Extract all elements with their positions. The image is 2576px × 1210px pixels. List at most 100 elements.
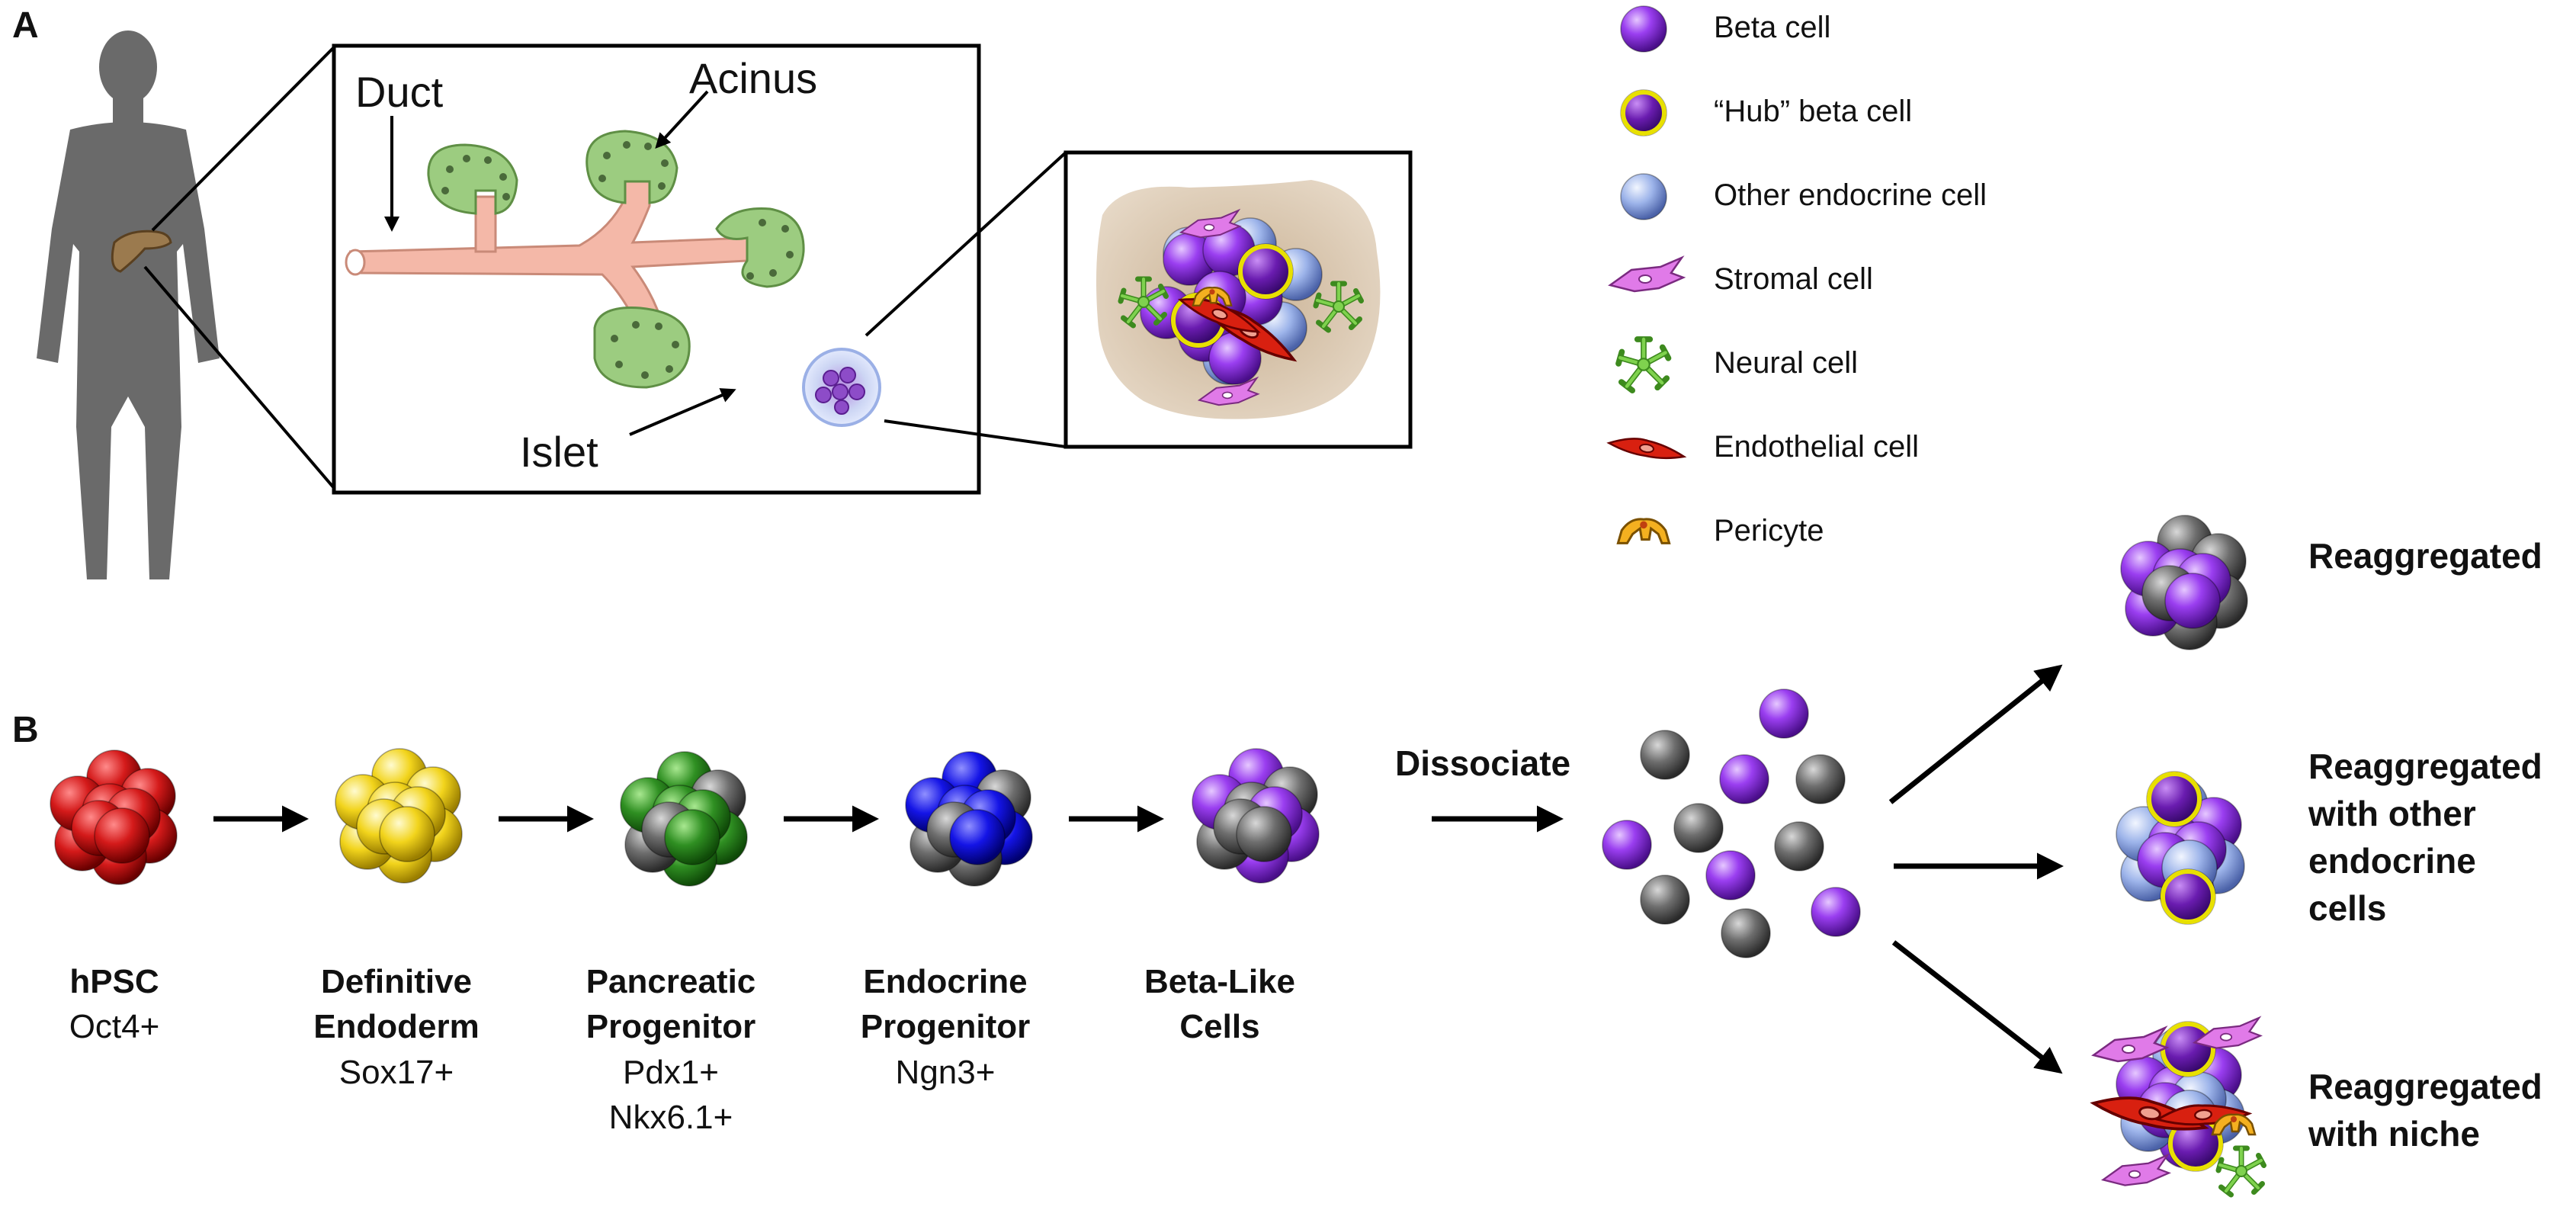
pericyte-body [1192, 287, 1233, 307]
blue-cell [949, 809, 1006, 865]
stromal-cell-icon [1608, 255, 1686, 293]
green-cell [664, 809, 720, 865]
legend-label-endothelial-cell: Endothelial cell [1714, 430, 1920, 464]
hpsc-cluster [50, 749, 178, 885]
endothelial-nucleus [1639, 443, 1654, 454]
outcome-line: with niche [2308, 1114, 2480, 1154]
stage-name-line: Definitive [320, 963, 473, 1000]
acinus-label: Acinus [689, 54, 818, 102]
legend-label-beta-cell: Beta cell [1714, 11, 1831, 44]
cell-sphere [1236, 806, 1292, 862]
pericyte-body [1616, 518, 1671, 544]
hub-beta-cell [1237, 243, 1294, 300]
neural-soma [2235, 1165, 2247, 1177]
legend-icons [1606, 5, 1687, 544]
pancreas-organ [111, 229, 172, 273]
acinus-nuclei [441, 141, 794, 379]
grey-cell [1236, 806, 1292, 862]
legend-label-neural-cell: Neural cell [1714, 346, 1858, 380]
endothelial-nucleus [2138, 1106, 2161, 1121]
stromal-cell [2192, 1016, 2263, 1049]
pericyte [1192, 287, 1233, 307]
cell-sphere [664, 809, 720, 865]
stage-name-line: Progenitor [585, 1008, 756, 1046]
yellow-cell [379, 806, 435, 862]
neural-cell-icon [1615, 336, 1672, 393]
pericyte-body [2211, 1113, 2257, 1136]
stage-hpsc: hPSC Oct4+ [0, 959, 252, 1050]
stromal-nucleus [1221, 391, 1233, 400]
stromal-cell [2091, 1025, 2170, 1063]
panel-label-b: B [12, 710, 39, 750]
reaggregated-niche-cluster [2090, 1016, 2266, 1198]
stromal-cell [1179, 208, 1242, 239]
pericyte-nucleus [2231, 1116, 2237, 1122]
stage-marker: Nkx6.1+ [608, 1099, 733, 1137]
beta-cell [2164, 573, 2221, 629]
cell-sphere [1774, 821, 1824, 871]
stage-definitive-endoderm: Definitive Endoderm Sox17+ [259, 959, 534, 1095]
pancreatic-progenitor-cluster [620, 751, 748, 887]
other-endocrine-cell-icon [1620, 173, 1667, 220]
islet-label: Islet [520, 428, 598, 476]
zoom-line [143, 265, 335, 489]
stage-name-line: Pancreatic [585, 963, 756, 1000]
panel-b-diagram [50, 515, 2266, 1198]
stage-name-line: Cells [1179, 1008, 1260, 1046]
stromal-nucleus [2219, 1032, 2233, 1041]
beta-cell-icon [1620, 5, 1667, 53]
endoderm-cluster [335, 748, 463, 884]
beta-like-cluster [1192, 748, 1320, 884]
reaggregated-cluster [2120, 515, 2248, 650]
stromal-body [2100, 1153, 2171, 1186]
neural-cell [1313, 281, 1364, 333]
islet-arrow [629, 388, 736, 436]
endothelial-cell-icon [1606, 438, 1687, 460]
cell-sphere [1759, 688, 1809, 739]
outcome-reaggregated-with-other-endocrine: Reaggregated with other endocrine cells [2308, 743, 2542, 932]
cell-sphere [1620, 173, 1667, 220]
stage-name-line: Endoderm [313, 1008, 480, 1046]
grey-cell [1795, 754, 1846, 804]
cell-sphere [1602, 820, 1652, 870]
outcome-line: with other [2308, 794, 2476, 834]
neural-soma [1137, 296, 1150, 308]
legend-label-hub-beta-cell: “Hub” beta cell [1714, 95, 1913, 128]
stromal-body [2192, 1016, 2263, 1049]
outcome-line: cells [2308, 888, 2387, 929]
stromal-cell [2100, 1153, 2171, 1186]
beta-cell [1759, 688, 1809, 739]
hub-ring [1621, 90, 1667, 136]
legend-label-other-endocrine-cell: Other endocrine cell [1714, 178, 1987, 212]
outcome-arrow [1891, 940, 2063, 1074]
stromal-cell [1197, 376, 1260, 406]
dissociated-cells [1602, 688, 1861, 958]
endocrine-progenitor-cluster [905, 751, 1033, 887]
outcome-line: Reaggregated [2308, 1067, 2542, 1106]
cell-sphere [1620, 5, 1667, 53]
stromal-body [1608, 255, 1686, 293]
duct-label: Duct [355, 68, 444, 116]
stage-marker: Ngn3+ [895, 1053, 996, 1091]
endothelial-nucleus [1211, 308, 1228, 320]
cell-sphere [1719, 754, 1769, 804]
acinus-arrow [655, 90, 709, 149]
stage-beta-like-cells: Beta-Like Cells [1083, 959, 1357, 1050]
hub-ring [2147, 772, 2202, 826]
stromal-nucleus [1203, 223, 1215, 232]
cell-sphere [949, 809, 1006, 865]
pericyte-nucleus [1640, 521, 1647, 529]
red-cell [94, 807, 150, 864]
stage-pancreatic-progenitor: Pancreatic Progenitor Pdx1+ Nkx6.1+ [534, 959, 808, 1141]
hub-beta-cell [2160, 868, 2216, 925]
grey-cell [1640, 875, 1690, 925]
panel-label-a: A [12, 5, 39, 46]
cell-sphere [379, 806, 435, 862]
cell-sphere [94, 807, 150, 864]
hub-beta-cell [2146, 771, 2202, 827]
stromal-body [1179, 208, 1242, 239]
grey-cell [1774, 821, 1824, 871]
neural-soma [1333, 300, 1345, 313]
cell-sphere [1640, 730, 1690, 780]
